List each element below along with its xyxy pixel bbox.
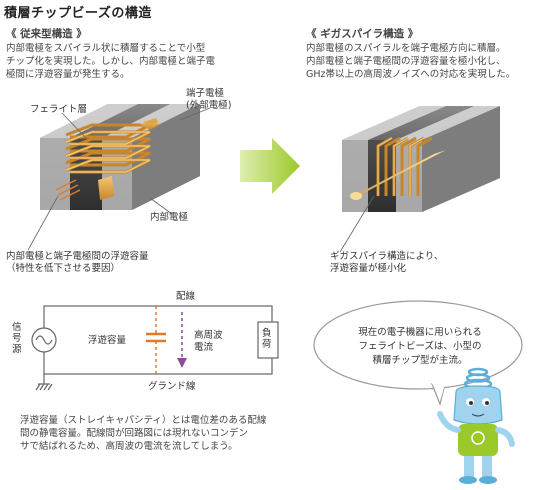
ground-wire-label: グランド線 [148, 381, 196, 392]
page-title: 積層チップビーズの構造 [4, 6, 152, 21]
hf-current-label-line: 高周波 [194, 330, 223, 341]
terminal-electrode-label: 端子電極 (外部電極) [186, 88, 231, 112]
speech-bubble-text: 現在の電子機器に用いられる フェライトビーズは、小型の 積層チップ型が主流。 [330, 326, 510, 368]
gigaspira-result-label-line: ギガスパイラ構造により、 [330, 251, 444, 262]
gigaspira-description: 内部電極のスパイラルを端子電極方向に積層。 内部電極と端子電極間の浮遊容量を極小… [306, 42, 515, 81]
terminal-electrode-label-line: (外部電極) [186, 100, 232, 111]
signal-source-label: 信号源 [12, 322, 22, 355]
explanation-line: 間の静電容量。配線間が回路図には現れないコンデン [20, 428, 249, 439]
speech-bubble-line: フェライトビーズは、小型の [358, 341, 482, 352]
internal-electrode-label: 内部電極 [150, 212, 189, 223]
wire-label: 配線 [176, 291, 196, 302]
conventional-chip [40, 104, 200, 210]
gigaspira-description-line: 内部電極と端子電極間の浮遊容量を極小化し、 [306, 56, 506, 67]
terminal-electrode-label-line: 端子電極 [186, 88, 225, 99]
stray-capacity-circuit-label: 浮遊容量 [88, 335, 127, 346]
stray-capacity-explanation: 浮遊容量（ストレイキャパシティ）とは電位差のある配線 間の静電容量。配線間が回路… [20, 414, 320, 453]
stray-capacity-label: 内部電極と端子電極間の浮遊容量 （特性を低下させる要因） [6, 251, 149, 275]
transition-arrow-icon [240, 138, 300, 194]
explanation-line: サで結ばれるため、高周波の電流を流してしまう。 [20, 441, 238, 452]
gigaspira-description-line: 内部電極のスパイラルを端子電極方向に積層。 [306, 43, 506, 54]
gigaspira-description-line: GHz帯以上の高周波ノイズへの対応を実現した。 [306, 69, 516, 80]
conventional-heading: 《 従来型構造 》 [6, 28, 87, 40]
gigaspira-result-label: ギガスパイラ構造により、 浮遊容量が極小化 [330, 251, 443, 275]
speech-bubble-line: 現在の電子機器に用いられる [358, 327, 482, 338]
mascot-character [437, 367, 515, 484]
circuit-diagram [31, 305, 279, 391]
gigaspira-result-label-line: 浮遊容量が極小化 [330, 263, 407, 274]
ferrite-layer-label: フェライト層 [30, 104, 88, 115]
speech-bubble [313, 300, 523, 406]
conventional-description-line: 極間に浮遊容量が発生する。 [6, 69, 130, 80]
gigaspira-chip [342, 106, 500, 212]
explanation-line: 浮遊容量（ストレイキャパシティ）とは電位差のある配線 [20, 415, 267, 426]
conventional-description-line: チップ化を実現した。しかし、内部電極と端子電 [6, 56, 216, 67]
conventional-description: 内部電極をスパイラル状に積層することで小型 チップ化を実現した。しかし、内部電極… [6, 42, 215, 81]
conventional-description-line: 内部電極をスパイラル状に積層することで小型 [6, 43, 206, 54]
speech-bubble-line: 積層チップ型が主流。 [372, 355, 468, 366]
gigaspira-heading: 《 ギガスパイラ構造 》 [306, 28, 419, 40]
hf-current-arrow-icon [177, 312, 187, 368]
stray-capacity-label-line: （特性を低下させる要因） [6, 263, 121, 274]
hf-current-label-line: 電流 [194, 342, 214, 353]
stray-capacitor-icon [146, 306, 166, 374]
ac-source-icon [35, 335, 53, 345]
hf-current-label: 高周波 電流 [194, 330, 223, 354]
load-label: 負荷 [262, 328, 272, 350]
stray-capacity-label-line: 内部電極と端子電極間の浮遊容量 [6, 251, 149, 262]
